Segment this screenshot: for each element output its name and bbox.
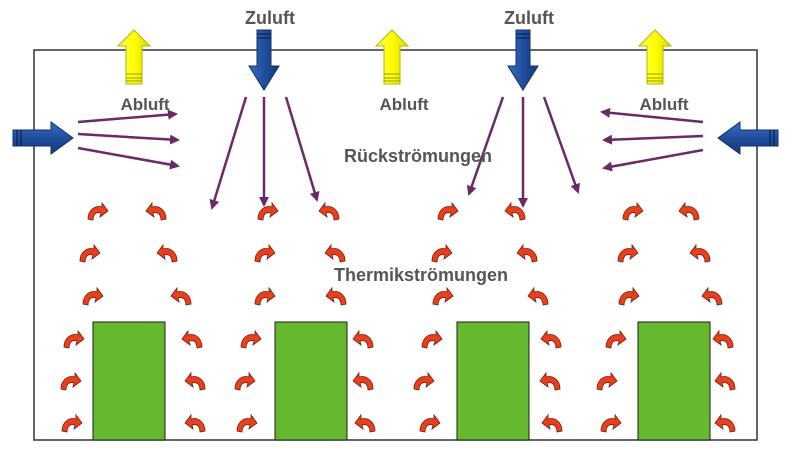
machine-block-1 xyxy=(92,321,166,441)
purple-line-arrow-icon xyxy=(77,146,180,170)
red-curved-arrow-icon xyxy=(701,286,723,306)
purple-line-arrow-icon xyxy=(77,109,178,124)
supply-arrow-top-left xyxy=(248,29,280,91)
red-curved-arrow-icon xyxy=(254,286,276,306)
red-curved-arrow-icon xyxy=(184,371,206,391)
supply-arrow-top-right xyxy=(507,29,539,91)
red-curved-arrow-icon xyxy=(618,286,640,306)
purple-line-arrow-icon xyxy=(542,96,581,194)
red-curved-arrow-icon xyxy=(540,329,562,349)
exhaust-arrow-2 xyxy=(374,29,410,85)
red-curved-arrow-icon xyxy=(431,243,453,263)
label-abluft-right: Abluft xyxy=(639,95,688,114)
exhaust-arrow-3 xyxy=(637,29,673,85)
return-flow-lines xyxy=(77,96,704,210)
red-curved-arrow-icon xyxy=(605,329,627,349)
red-curved-arrow-icon xyxy=(541,413,563,433)
red-curved-arrow-icon xyxy=(79,243,101,263)
red-curved-arrow-icon xyxy=(156,243,178,263)
label-abluft-center: Abluft xyxy=(379,95,428,114)
supply-arrow-side-left xyxy=(12,121,74,155)
red-curved-arrow-icon xyxy=(504,201,526,221)
purple-line-arrow-icon xyxy=(466,96,505,196)
red-curved-arrow-icon xyxy=(600,413,622,433)
red-curved-arrow-icon xyxy=(516,243,538,263)
red-curved-arrow-icon xyxy=(354,413,376,433)
red-curved-arrow-icon xyxy=(234,371,256,391)
red-curved-arrow-icon xyxy=(539,371,561,391)
red-curved-arrow-icon xyxy=(181,329,203,349)
red-curved-arrow-icon xyxy=(714,413,736,433)
red-curved-arrow-icon xyxy=(61,413,83,433)
purple-line-arrow-icon xyxy=(600,107,704,124)
red-curved-arrow-icon xyxy=(145,201,167,221)
red-curved-arrow-icon xyxy=(432,286,454,306)
blue-block-arrow-icon xyxy=(248,29,280,91)
label-zuluft-right: Zuluft xyxy=(504,8,554,28)
blue-block-arrow-icon xyxy=(12,121,74,155)
red-curved-arrow-icon xyxy=(82,286,104,306)
red-curved-arrow-icon xyxy=(617,243,639,263)
machine-block-2 xyxy=(274,321,348,441)
supply-arrow-side-right xyxy=(717,121,779,155)
purple-line-arrow-icon xyxy=(284,96,320,202)
purple-line-arrow-icon xyxy=(602,134,704,145)
thermal-arrows xyxy=(60,201,736,433)
label-zuluft-left: Zuluft xyxy=(245,8,295,28)
blue-block-arrow-icon xyxy=(717,121,779,155)
red-curved-arrow-icon xyxy=(318,201,340,221)
red-curved-arrow-icon xyxy=(437,201,459,221)
red-curved-arrow-icon xyxy=(352,329,374,349)
red-curved-arrow-icon xyxy=(87,201,109,221)
red-curved-arrow-icon xyxy=(63,329,85,349)
red-curved-arrow-icon xyxy=(60,371,82,391)
red-curved-arrow-icon xyxy=(324,243,346,263)
red-curved-arrow-icon xyxy=(596,371,618,391)
red-curved-arrow-icon xyxy=(325,286,347,306)
label-thermikstroemungen: Thermikströmungen xyxy=(334,265,508,285)
red-curved-arrow-icon xyxy=(184,413,206,433)
red-curved-arrow-icon xyxy=(170,286,192,306)
red-curved-arrow-icon xyxy=(257,201,279,221)
red-curved-arrow-icon xyxy=(413,371,435,391)
red-curved-arrow-icon xyxy=(240,329,262,349)
red-curved-arrow-icon xyxy=(419,413,441,433)
red-curved-arrow-icon xyxy=(689,243,711,263)
exhaust-arrow-1 xyxy=(116,29,152,85)
label-rueckstroemungen: Rückströmungen xyxy=(344,146,492,166)
red-curved-arrow-icon xyxy=(678,201,700,221)
purple-line-arrow-icon xyxy=(602,148,704,172)
red-curved-arrow-icon xyxy=(352,371,374,391)
red-curved-arrow-icon xyxy=(622,201,644,221)
machine-block-3 xyxy=(456,321,530,441)
machine-block-4 xyxy=(637,321,711,441)
blue-block-arrow-icon xyxy=(507,29,539,91)
red-curved-arrow-icon xyxy=(714,371,736,391)
label-abluft-left: Abluft xyxy=(120,95,169,114)
red-curved-arrow-icon xyxy=(712,329,734,349)
red-curved-arrow-icon xyxy=(421,329,443,349)
purple-line-arrow-icon xyxy=(209,96,248,210)
red-curved-arrow-icon xyxy=(527,286,549,306)
purple-line-arrow-icon xyxy=(77,132,180,145)
red-curved-arrow-icon xyxy=(236,413,258,433)
red-curved-arrow-icon xyxy=(254,243,276,263)
